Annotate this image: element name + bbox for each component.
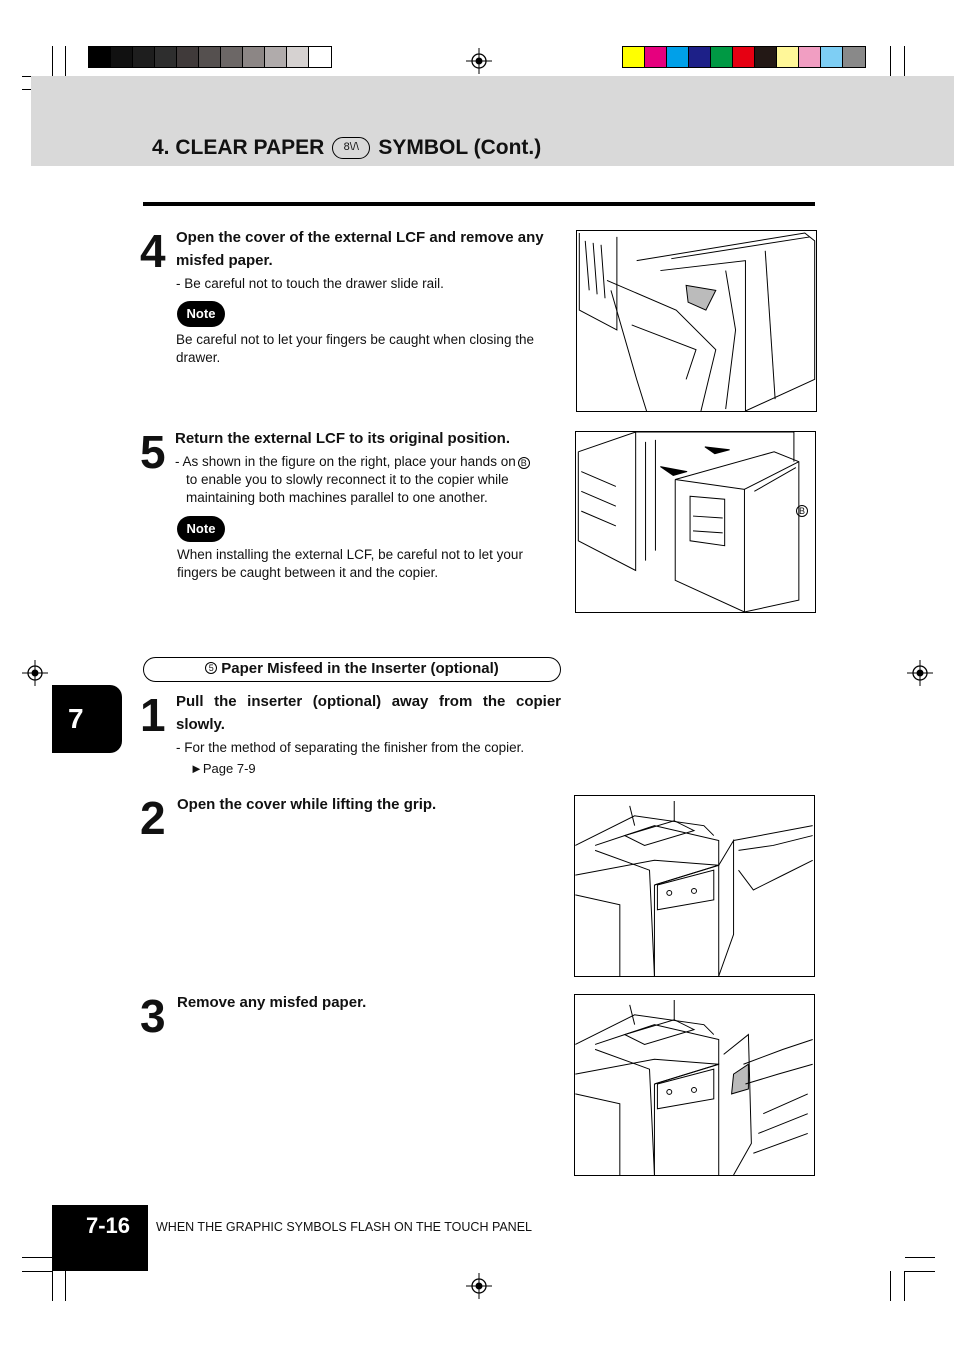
page-number: 7-16 xyxy=(52,1205,148,1271)
crop-mark xyxy=(52,46,53,76)
footer-text: WHEN THE GRAPHIC SYMBOLS FLASH ON THE TO… xyxy=(156,1220,533,1234)
crop-mark xyxy=(905,1257,935,1258)
note-line: fingers be caught between it and the cop… xyxy=(177,565,439,580)
step-heading: Pull the inserter (optional) away from t… xyxy=(176,690,561,736)
note-text: Be careful not to let your fingers be ca… xyxy=(176,331,564,367)
title-prefix: 4. CLEAR PAPER xyxy=(152,136,325,159)
step-number: 1 xyxy=(140,689,166,741)
note-text: When installing the external LCF, be car… xyxy=(177,546,567,582)
page-ref-text: Page 7-9 xyxy=(202,761,256,776)
color-swatch xyxy=(221,47,243,67)
color-swatch xyxy=(89,47,111,67)
clear-paper-symbol-icon: 8\/\ xyxy=(332,137,371,159)
crop-mark xyxy=(904,46,905,76)
color-swatch xyxy=(777,47,799,67)
step-heading-line: slowly. xyxy=(176,716,225,733)
color-swatch xyxy=(623,47,645,67)
grayscale-color-bar xyxy=(88,46,332,68)
step-heading: Open the cover of the external LCF and r… xyxy=(176,226,560,272)
step-heading: Return the external LCF to its original … xyxy=(175,430,511,447)
page-title: 4. CLEAR PAPER 8\/\ SYMBOL (Cont.) xyxy=(152,136,541,160)
color-swatch xyxy=(799,47,821,67)
lcf-open-drawer-illustration xyxy=(576,230,817,412)
step-number: 5 xyxy=(140,426,166,478)
crop-mark xyxy=(905,1271,935,1272)
color-swatch xyxy=(111,47,133,67)
step-heading: Open the cover while lifting the grip. xyxy=(177,796,437,813)
section-marker: 5 xyxy=(205,662,218,674)
step-number: 4 xyxy=(140,225,166,277)
lcf-reconnect-illustration xyxy=(575,431,816,613)
color-swatch xyxy=(177,47,199,67)
registration-mark-icon xyxy=(466,1273,492,1299)
color-swatch xyxy=(711,47,733,67)
detail-text: - As shown in the figure on the right, p… xyxy=(175,454,516,469)
detail-line: maintaining both machines parallel to on… xyxy=(186,490,488,505)
title-rule xyxy=(143,202,815,206)
step-heading-line: misfed paper. xyxy=(176,252,273,269)
registration-mark-icon xyxy=(907,660,933,686)
callout-marker: B xyxy=(517,457,530,469)
color-swatch xyxy=(199,47,221,67)
detail-line: to enable you to slowly reconnect it to … xyxy=(186,472,509,487)
step-number: 3 xyxy=(140,990,166,1042)
page-reference: ►Page 7-9 xyxy=(190,760,256,778)
note-badge: Note xyxy=(177,516,225,542)
crop-mark xyxy=(65,46,66,76)
crop-mark xyxy=(22,1257,52,1258)
color-swatch xyxy=(265,47,287,67)
inserter-remove-paper-illustration xyxy=(574,994,815,1176)
reference-arrow-icon: ► xyxy=(190,761,203,776)
section-title: Paper Misfeed in the Inserter (optional) xyxy=(221,660,499,677)
color-swatch xyxy=(755,47,777,67)
color-swatch xyxy=(155,47,177,67)
note-line: When installing the external LCF, be car… xyxy=(177,547,523,562)
color-swatch xyxy=(821,47,843,67)
note-line: drawer. xyxy=(176,350,221,365)
process-color-bar xyxy=(622,46,866,68)
color-swatch xyxy=(243,47,265,67)
step-detail: - For the method of separating the finis… xyxy=(176,740,525,755)
note-badge: Note xyxy=(177,301,225,327)
color-swatch xyxy=(843,47,865,67)
step-number: 2 xyxy=(140,792,166,844)
color-swatch xyxy=(733,47,755,67)
registration-mark-icon xyxy=(22,660,48,686)
crop-mark xyxy=(890,1271,891,1301)
crop-mark xyxy=(890,46,891,76)
color-swatch xyxy=(667,47,689,67)
color-swatch xyxy=(645,47,667,67)
title-suffix: SYMBOL (Cont.) xyxy=(378,136,542,159)
detail-line: - As shown in the figure on the right, p… xyxy=(175,453,565,471)
chapter-tab: 7 xyxy=(52,685,122,753)
registration-mark-icon xyxy=(466,48,492,74)
note-line: Be careful not to let your fingers be ca… xyxy=(176,332,534,347)
step-detail: - Be careful not to touch the drawer sli… xyxy=(176,276,444,291)
color-swatch xyxy=(287,47,309,67)
color-swatch xyxy=(309,47,331,67)
step-heading: Remove any misfed paper. xyxy=(177,994,367,1011)
step-heading-line: Pull the inserter (optional) away from t… xyxy=(176,693,561,710)
header-band xyxy=(31,76,954,166)
color-swatch xyxy=(689,47,711,67)
crop-mark xyxy=(65,1271,66,1301)
color-swatch xyxy=(133,47,155,67)
crop-mark xyxy=(52,1271,53,1301)
inserter-open-cover-illustration xyxy=(574,795,815,977)
figure-callout-label: B xyxy=(796,505,808,517)
step-detail: - As shown in the figure on the right, p… xyxy=(175,453,565,507)
step-heading-line: Open the cover of the external LCF and r… xyxy=(176,229,544,246)
crop-mark xyxy=(904,1271,905,1301)
crop-mark xyxy=(22,1271,52,1272)
